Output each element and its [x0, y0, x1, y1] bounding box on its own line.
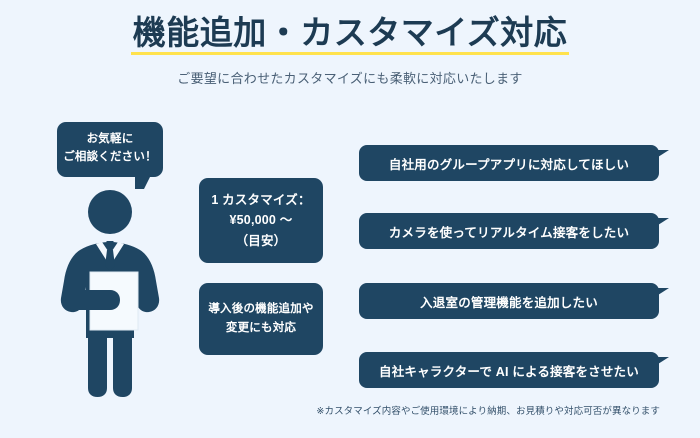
- request-item-label: 入退室の管理機能を追加したい: [420, 295, 598, 310]
- title-underline-accent: [130, 51, 570, 55]
- business-person-icon: [52, 186, 168, 398]
- pricing-line-3: （目安）: [235, 233, 287, 248]
- request-item-camera-realtime: カメラを使ってリアルタイム接客をしたい: [359, 213, 669, 249]
- request-item-ai-character: 自社キャラクターで AI による接客をさせたい: [359, 352, 669, 388]
- request-item-label: カメラを使ってリアルタイム接客をしたい: [388, 225, 630, 240]
- request-item-label: 自社キャラクターで AI による接客をさせたい: [379, 364, 639, 379]
- ribbon-tail: [658, 150, 669, 164]
- info-box-pricing: 1 カスタマイズ： ¥50,000 〜 （目安）: [199, 178, 323, 263]
- ribbon-tail: [658, 288, 669, 302]
- speech-bubble-tail: [135, 174, 151, 189]
- person-tie-icon: [105, 250, 115, 271]
- person-leg-right-icon: [113, 336, 132, 397]
- post-deployment-line-2: 変更にも対応: [225, 322, 297, 334]
- person-leg-left-icon: [88, 336, 107, 397]
- page-subtitle: ご要望に合わせたカスタマイズにも柔軟に対応いたします: [177, 70, 523, 86]
- person-arm-icon: [65, 290, 120, 310]
- pricing-line-1: 1 カスタマイズ：: [211, 192, 311, 207]
- speech-bubble: お気軽に ご相談ください！: [57, 122, 163, 189]
- page-title: 機能追加・カスタマイズ対応: [132, 14, 568, 51]
- speech-bubble-line-1: お気軽に: [86, 133, 134, 145]
- post-deployment-line-1: 導入後の機能追加や: [208, 303, 314, 316]
- person-head-icon: [88, 190, 132, 234]
- request-item-label: 自社用のグループアプリに対応してほしい: [388, 157, 630, 172]
- page-title-wrapper: 機能追加・カスタマイズ対応: [129, 14, 572, 55]
- ribbon-tail: [658, 357, 669, 371]
- speech-bubble-line-2: ご相談ください！: [63, 150, 157, 163]
- person-tie-knot-icon: [106, 241, 114, 248]
- request-item-entry-exit-management: 入退室の管理機能を追加したい: [359, 283, 669, 319]
- request-item-group-app: 自社用のグループアプリに対応してほしい: [359, 145, 669, 181]
- ribbon-tail: [658, 218, 669, 232]
- header: 機能追加・カスタマイズ対応 ご要望に合わせたカスタマイズにも柔軟に対応いたします: [0, 14, 700, 87]
- info-box-post-deployment: 導入後の機能追加や 変更にも対応: [199, 283, 323, 355]
- pricing-line-2: ¥50,000 〜: [229, 213, 293, 228]
- footnote: ※カスタマイズ内容やご使用環境により納期、お見積りや対応可否が異なります: [316, 406, 660, 417]
